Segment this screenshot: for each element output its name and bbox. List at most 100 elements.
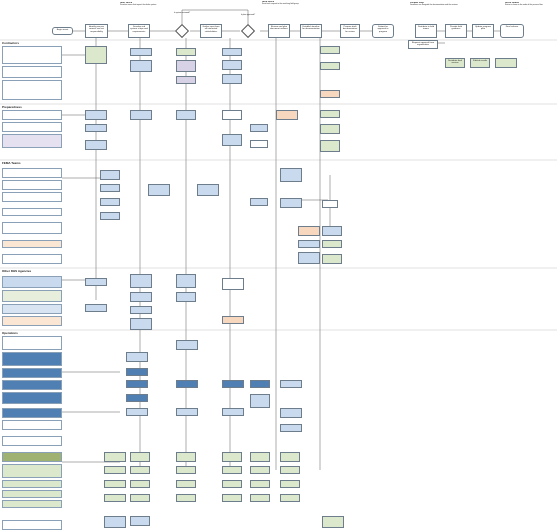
- process-node[interactable]: [85, 110, 107, 120]
- source-box[interactable]: [2, 380, 62, 390]
- source-box[interactable]: [2, 464, 62, 478]
- grid-node[interactable]: [280, 494, 300, 502]
- source-box[interactable]: [2, 480, 62, 488]
- process-node[interactable]: [320, 124, 340, 134]
- grid-node[interactable]: [280, 466, 300, 474]
- source-box[interactable]: [2, 392, 62, 404]
- process-node[interactable]: [176, 292, 196, 302]
- process-node[interactable]: [126, 380, 148, 388]
- process-node[interactable]: [85, 124, 107, 132]
- process-node[interactable]: [322, 200, 338, 208]
- grid-node[interactable]: [104, 466, 126, 474]
- process-node[interactable]: [176, 48, 196, 56]
- source-box[interactable]: [2, 452, 62, 462]
- bottom-node[interactable]: [322, 516, 344, 528]
- grid-node[interactable]: [250, 494, 270, 502]
- right-flow-status[interactable]: [495, 58, 517, 68]
- source-box[interactable]: [2, 180, 62, 190]
- right-flow-end[interactable]: Publish results: [470, 58, 490, 68]
- process-node[interactable]: [322, 254, 342, 264]
- process-node[interactable]: [320, 90, 340, 98]
- source-box[interactable]: [2, 208, 62, 216]
- source-box[interactable]: [2, 192, 62, 202]
- process-node[interactable]: [276, 110, 298, 120]
- process-node[interactable]: [250, 140, 268, 148]
- source-box[interactable]: [2, 134, 62, 148]
- flow-step-3[interactable]: Gather input from all interested stakeho…: [200, 24, 222, 38]
- grid-node[interactable]: [130, 452, 150, 462]
- source-box[interactable]: [2, 46, 62, 64]
- grid-node[interactable]: [250, 452, 270, 462]
- grid-node[interactable]: [176, 480, 196, 488]
- process-node[interactable]: [100, 184, 120, 192]
- process-node[interactable]: [298, 240, 320, 248]
- bottom-node[interactable]: [104, 516, 126, 528]
- right-flow-step-1[interactable]: Provide field guidance: [445, 24, 467, 38]
- source-box[interactable]: [2, 520, 62, 530]
- grid-node[interactable]: [222, 480, 242, 488]
- grid-node[interactable]: [104, 452, 126, 462]
- source-box[interactable]: [2, 222, 62, 234]
- source-box[interactable]: [2, 66, 62, 78]
- process-node[interactable]: [320, 46, 340, 54]
- flow-step-5[interactable]: Establish timeline for documentation: [300, 24, 322, 38]
- process-node[interactable]: [126, 352, 148, 362]
- source-box[interactable]: [2, 420, 62, 430]
- process-node[interactable]: [176, 60, 196, 72]
- end-node[interactable]: Final release: [500, 24, 524, 38]
- process-node[interactable]: [100, 170, 120, 180]
- grid-node[interactable]: [176, 452, 196, 462]
- source-box[interactable]: [2, 490, 62, 498]
- process-node[interactable]: [222, 380, 244, 388]
- process-node[interactable]: [222, 408, 244, 416]
- process-node[interactable]: [85, 304, 107, 312]
- process-node[interactable]: [280, 198, 302, 208]
- process-node[interactable]: [100, 198, 120, 206]
- process-node[interactable]: [222, 278, 244, 290]
- right-flow-step-2[interactable]: Update program plan: [472, 24, 494, 38]
- process-node[interactable]: [222, 74, 242, 84]
- right-flow-step-3[interactable]: Request approval from organization: [408, 40, 438, 49]
- process-node[interactable]: [222, 110, 242, 120]
- grid-node[interactable]: [222, 466, 242, 474]
- grid-node[interactable]: [104, 494, 126, 502]
- flow-step-1[interactable]: Identify process owners and set responsi…: [85, 24, 108, 38]
- process-node[interactable]: [280, 424, 302, 432]
- process-node[interactable]: [322, 240, 342, 248]
- process-node[interactable]: [148, 184, 170, 196]
- process-node[interactable]: [130, 110, 152, 120]
- process-node[interactable]: [320, 110, 340, 118]
- process-node[interactable]: [250, 380, 270, 388]
- source-box[interactable]: [2, 122, 62, 132]
- grid-node[interactable]: [104, 480, 126, 488]
- source-box[interactable]: [2, 254, 62, 264]
- process-node[interactable]: [320, 62, 340, 70]
- grid-node[interactable]: [280, 480, 300, 488]
- process-node[interactable]: [222, 316, 244, 324]
- source-box[interactable]: [2, 316, 62, 326]
- source-box[interactable]: [2, 304, 62, 314]
- grid-node[interactable]: [130, 466, 150, 474]
- source-box[interactable]: [2, 436, 62, 446]
- flow-step-8[interactable]: Distribute to field teams: [415, 24, 437, 38]
- grid-node[interactable]: [176, 466, 196, 474]
- source-box[interactable]: [2, 168, 62, 178]
- process-node[interactable]: [250, 394, 270, 408]
- process-node[interactable]: [250, 124, 268, 132]
- right-flow-step-4[interactable]: Distribute final version: [445, 58, 465, 68]
- process-node[interactable]: [85, 46, 107, 64]
- process-node[interactable]: [222, 60, 242, 70]
- process-node[interactable]: [130, 292, 152, 302]
- grid-node[interactable]: [130, 480, 150, 488]
- flow-step-6[interactable]: Prepare draft documentation for review: [340, 24, 360, 38]
- process-node[interactable]: [100, 212, 120, 220]
- process-node[interactable]: [130, 48, 152, 56]
- source-box[interactable]: [2, 290, 62, 302]
- process-node[interactable]: [176, 340, 198, 350]
- process-node[interactable]: [176, 408, 198, 416]
- flow-step-7[interactable]: Submit for approval to program: [372, 24, 394, 38]
- process-node[interactable]: [250, 198, 268, 206]
- process-node[interactable]: [280, 380, 302, 388]
- process-node[interactable]: [85, 140, 107, 150]
- process-node[interactable]: [176, 110, 196, 120]
